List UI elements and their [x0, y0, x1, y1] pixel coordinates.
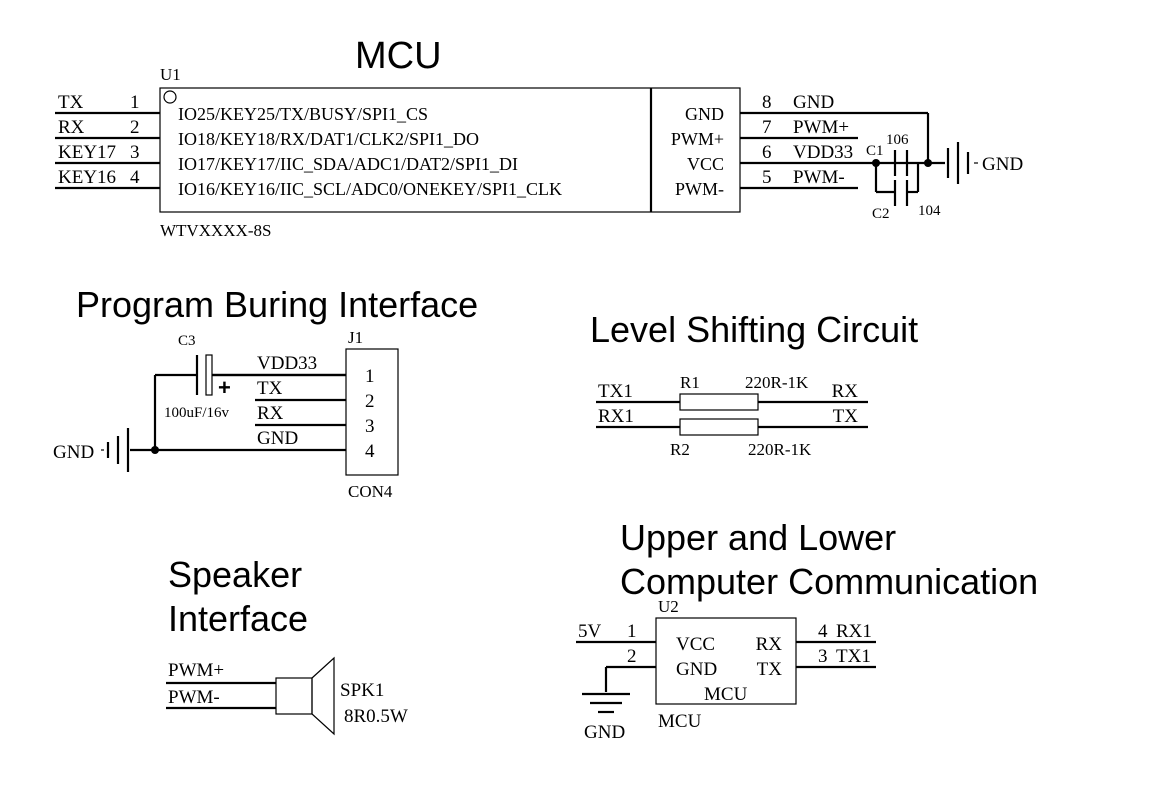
j1-net-3: RX [257, 403, 284, 424]
level-right-net-2: TX [833, 406, 859, 427]
u1-left-label-1: IO25/KEY25/TX/BUSY/SPI1_CS [178, 104, 428, 124]
j1-pin-3: 3 [365, 416, 375, 437]
c1-ref: C1 [866, 143, 884, 159]
u1-left-net-2: RX [58, 117, 85, 138]
speaker-title-line1: Speaker [168, 554, 302, 595]
r1-body [679, 393, 759, 411]
u1-right-net-8: GND [793, 92, 834, 113]
c2-ref: C2 [872, 206, 890, 222]
u1-right-pin-5: 5 [762, 167, 772, 188]
u1-right-pin-8: 8 [762, 92, 772, 113]
c3-value: 100uF/16v [164, 405, 230, 421]
u2-left-label-1: VCC [676, 634, 715, 655]
gnd-label: GND [982, 154, 1023, 175]
u1-left-label-2: IO18/KEY18/RX/DAT1/CLK2/SPI1_DO [178, 129, 479, 149]
j1-part: CON4 [348, 482, 393, 501]
j1-pin-1: 1 [365, 366, 375, 387]
speaker-cone [311, 656, 335, 736]
program-title: Program Buring Interface [76, 284, 478, 325]
u1-left-net-1: TX [58, 92, 84, 113]
u2-left-net-1: 5V [578, 621, 602, 642]
speaker-magnet [275, 677, 313, 715]
decoupling-caps: C1 106 C2 104 GND [866, 113, 1023, 222]
u1-right-label-3: VCC [687, 154, 724, 174]
u2-right-label-2: TX [757, 659, 783, 680]
level-title: Level Shifting Circuit [590, 309, 918, 350]
u1-right-pin-7: 7 [762, 117, 772, 138]
u2-right-net-2: TX1 [836, 646, 871, 667]
r2-body [679, 418, 759, 436]
u1-right-net-6: VDD33 [793, 142, 853, 163]
u2-right-label-1: RX [756, 634, 783, 655]
spk-net-2: PWM- [168, 687, 220, 708]
c3-plate-b [205, 354, 213, 396]
j1-ref: J1 [348, 328, 363, 347]
program-interface: C3 + 100uF/16v VDD33 TX RX GND GND J1 1 … [53, 328, 399, 501]
r1-ref: R1 [680, 373, 700, 392]
u1-left-label-4: IO16/KEY16/IIC_SCL/ADC0/ONEKEY/SPI1_CLK [178, 179, 562, 199]
u1-component: U1 WTVXXXX-8S TX RX KEY17 KEY16 1 2 3 4 … [55, 65, 945, 240]
r2-value: 220R-1K [748, 440, 812, 459]
u1-right-label-2: PWM+ [671, 129, 724, 149]
u1-right-label-1: GND [685, 104, 724, 124]
r1-value: 220R-1K [745, 373, 809, 392]
speaker-value: 8R0.5W [344, 706, 408, 727]
u2-left-pin-2: 2 [627, 646, 637, 667]
u2-left-pin-1: 1 [627, 621, 637, 642]
j1-net-1: VDD33 [257, 353, 317, 374]
u1-left-label-3: IO17/KEY17/IIC_SDA/ADC1/DAT2/SPI1_DI [178, 154, 518, 174]
u2-body-label: MCU [704, 684, 748, 705]
mcu-title: MCU [355, 35, 442, 77]
u1-right-label-4: PWM- [675, 179, 724, 199]
u2-right-net-1: RX1 [836, 621, 872, 642]
speaker-ref: SPK1 [340, 680, 384, 701]
j1-pin-2: 2 [365, 391, 375, 412]
level-right-net-1: RX [832, 381, 859, 402]
junction-dot [924, 159, 932, 167]
junction-dot [872, 159, 880, 167]
u1-body [159, 87, 741, 213]
j1-body [345, 348, 399, 476]
u1-right-net-7: PWM+ [793, 117, 849, 138]
c1-value: 106 [886, 132, 909, 148]
comm-title-line1: Upper and Lower [620, 517, 896, 558]
u2-body [655, 617, 797, 705]
c2-value: 104 [918, 203, 941, 219]
u2-right-pin-2: 3 [818, 646, 828, 667]
spk-net-1: PWM+ [168, 660, 224, 681]
r2-ref: R2 [670, 440, 690, 459]
comm-title-line2: Computer Communication [620, 561, 1038, 602]
gnd-label: GND [584, 722, 625, 743]
j1-pin-4: 4 [365, 441, 375, 462]
u1-ref: U1 [160, 65, 181, 84]
junction-dot [151, 446, 159, 454]
u1-left-pin-1: 1 [130, 92, 140, 113]
c3-ref: C3 [178, 333, 196, 349]
j1-net-2: TX [257, 378, 283, 399]
level-shifter: TX1 RX1 R1 220R-1K RX TX R2 220R-1K [596, 373, 868, 459]
u1-left-net-3: KEY17 [58, 142, 116, 163]
level-left-net-1: TX1 [598, 381, 633, 402]
u2-left-label-2: GND [676, 659, 717, 680]
level-left-net-2: RX1 [598, 406, 634, 427]
speaker-interface: PWM+ PWM- SPK1 8R0.5W [166, 656, 408, 736]
c3-plus: + [218, 375, 231, 400]
u1-left-net-4: KEY16 [58, 167, 116, 188]
u1-left-pin-3: 3 [130, 142, 140, 163]
u1-right-net-5: PWM- [793, 167, 845, 188]
u2-part: MCU [658, 711, 702, 732]
u1-pin1-marker [163, 90, 177, 104]
speaker-title-line2: Interface [168, 598, 308, 639]
u1-right-pin-6: 6 [762, 142, 772, 163]
u2-component: U2 GND 5V 1 2 VCC GND RX TX MCU 4 3 RX1 … [576, 597, 876, 743]
u1-left-pin-2: 2 [130, 117, 140, 138]
gnd-label: GND [53, 442, 94, 463]
u2-right-pin-1: 4 [818, 621, 828, 642]
u1-part: WTVXXXX-8S [160, 221, 271, 240]
u2-ref: U2 [658, 597, 679, 616]
u1-left-pin-4: 4 [130, 167, 140, 188]
j1-net-4: GND [257, 428, 298, 449]
